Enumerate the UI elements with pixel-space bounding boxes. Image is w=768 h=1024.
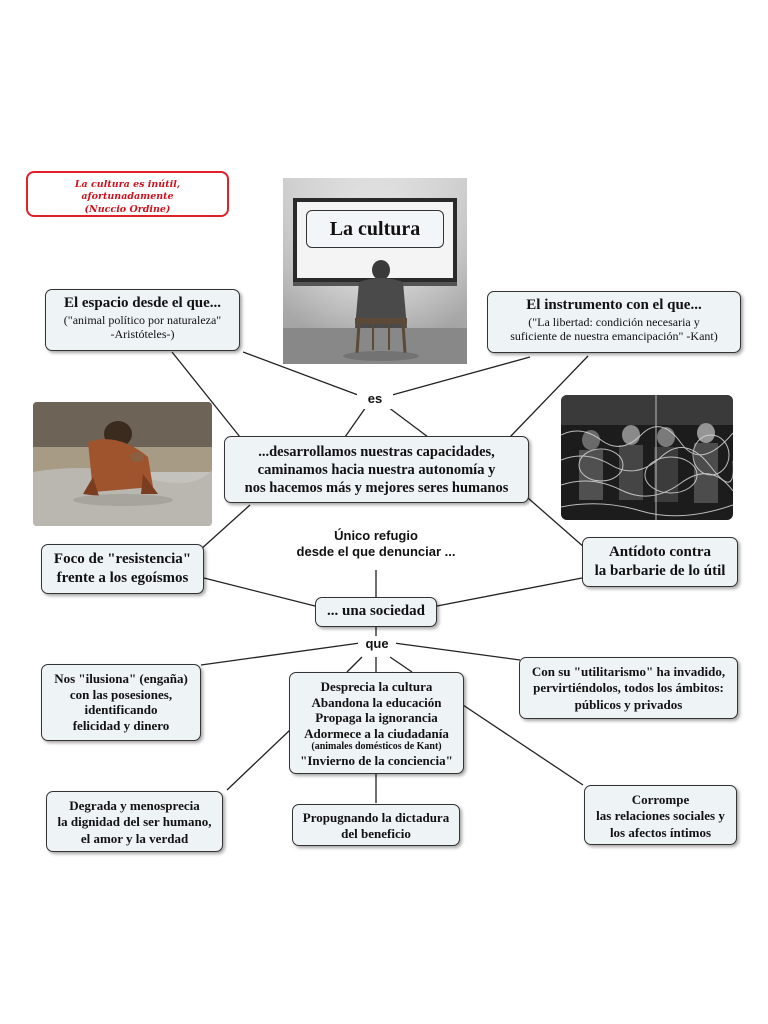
connector <box>201 643 360 665</box>
corrompe-node: Corrompe las relaciones sociales y los a… <box>584 785 737 845</box>
desprecia-line5: (animales domésticos de Kant) <box>290 741 463 753</box>
quote-author: (Nuccio Ordine) <box>28 204 227 216</box>
desarrollamos-line2: caminamos hacia nuestra autonomía y <box>225 461 528 479</box>
ilusiona-line2: con las posesiones, <box>42 687 200 703</box>
es-label: es <box>357 391 393 409</box>
connector <box>390 657 412 672</box>
la-cultura-label: La cultura <box>307 218 443 242</box>
degrada-line2: la dignidad del ser humano, <box>47 814 222 830</box>
corrompe-line3: los afectos íntimos <box>585 825 736 841</box>
unico-line1: Único refugio <box>270 528 482 544</box>
degrada-line3: el amor y la verdad <box>47 831 222 847</box>
connector <box>345 407 366 437</box>
instrumento-line2: suficiente de nuestra emancipación" -Kan… <box>488 329 740 343</box>
child-drinking-illustration <box>33 402 212 526</box>
connector <box>204 578 315 606</box>
instrumento-node: El instrumento con el que... ("La libert… <box>487 291 741 353</box>
desarrollamos-line1: ...desarrollamos nuestras capacidades, <box>225 443 528 461</box>
degrada-line1: Degrada y menosprecia <box>47 798 222 814</box>
propugnando-line2: del beneficio <box>293 826 459 842</box>
desprecia-line2: Abandona la educación <box>290 695 463 711</box>
utilitarismo-line1: Con su "utilitarismo" ha invadido, <box>520 664 737 680</box>
ilusiona-node: Nos "ilusiona" (engaña) con las posesion… <box>41 664 201 741</box>
espacio-node: El espacio desde el que... ("animal polí… <box>45 289 240 351</box>
antidoto-line1: Antídoto contra <box>583 543 737 562</box>
unico-refugio-label: Único refugio desde el que denunciar ... <box>270 528 482 566</box>
sociedad-line1: ... una sociedad <box>316 603 436 621</box>
whiteboard-man-illustration <box>283 178 467 364</box>
desarrollamos-line3: nos hacemos más y mejores seres humanos <box>225 479 528 497</box>
espacio-line2: -Aristóteles-) <box>46 327 239 341</box>
sociedad-node: ... una sociedad <box>315 597 437 627</box>
desarrollamos-node: ...desarrollamos nuestras capacidades, c… <box>224 436 529 503</box>
corrompe-line1: Corrompe <box>585 792 736 808</box>
foco-line2: frente a los egoísmos <box>42 569 203 588</box>
desprecia-line1: Desprecia la cultura <box>290 679 463 695</box>
espacio-title: El espacio desde el que... <box>46 295 239 313</box>
instrumento-line1: ("La libertad: condición necesaria y <box>488 315 740 329</box>
propugnando-node: Propugnando la dictadura del beneficio <box>292 804 460 846</box>
instrumento-title: El instrumento con el que... <box>488 297 740 315</box>
que-label: que <box>358 636 396 656</box>
utilitarismo-line2: pervirtiéndolos, todos los ámbitos: <box>520 680 737 696</box>
ilusiona-line1: Nos "ilusiona" (engaña) <box>42 671 200 687</box>
barbed-wire-illustration <box>561 395 733 520</box>
degrada-node: Degrada y menosprecia la dignidad del se… <box>46 791 223 852</box>
antidoto-line2: la barbarie de lo útil <box>583 562 737 581</box>
quote-box: La cultura es inútil, afortunadamente (N… <box>26 171 229 217</box>
utilitarismo-line3: públicos y privados <box>520 697 737 713</box>
corrompe-line2: las relaciones sociales y <box>585 808 736 824</box>
desprecia-line3: Propaga la ignorancia <box>290 710 463 726</box>
ilusiona-line3: identificando <box>42 702 200 718</box>
barbed-wire-photo <box>561 395 733 520</box>
connector <box>227 730 290 790</box>
desprecia-line4: Adormece a la ciudadanía <box>290 726 463 742</box>
propugnando-line1: Propugnando la dictadura <box>293 810 459 826</box>
la-cultura-title: La cultura <box>306 210 444 248</box>
utilitarismo-node: Con su "utilitarismo" ha invadido, pervi… <box>519 657 738 719</box>
foco-node: Foco de "resistencia" frente a los egoís… <box>41 544 204 594</box>
connector <box>388 407 428 437</box>
la-cultura-photo <box>283 178 467 364</box>
foco-line1: Foco de "resistencia" <box>42 550 203 569</box>
antidoto-node: Antídoto contra la barbarie de lo útil <box>582 537 738 587</box>
connector <box>347 657 362 672</box>
unico-line2: desde el que denunciar ... <box>270 544 482 560</box>
connector <box>437 578 582 606</box>
connector <box>394 643 520 660</box>
quote-text: La cultura es inútil, afortunadamente <box>28 179 227 204</box>
child-photo <box>33 402 212 526</box>
ilusiona-line4: felicidad y dinero <box>42 718 200 734</box>
desprecia-line6: "Invierno de la conciencia" <box>290 753 463 769</box>
desprecia-node: Desprecia la cultura Abandona la educaci… <box>289 672 464 774</box>
espacio-line1: ("animal político por naturaleza" <box>46 313 239 327</box>
